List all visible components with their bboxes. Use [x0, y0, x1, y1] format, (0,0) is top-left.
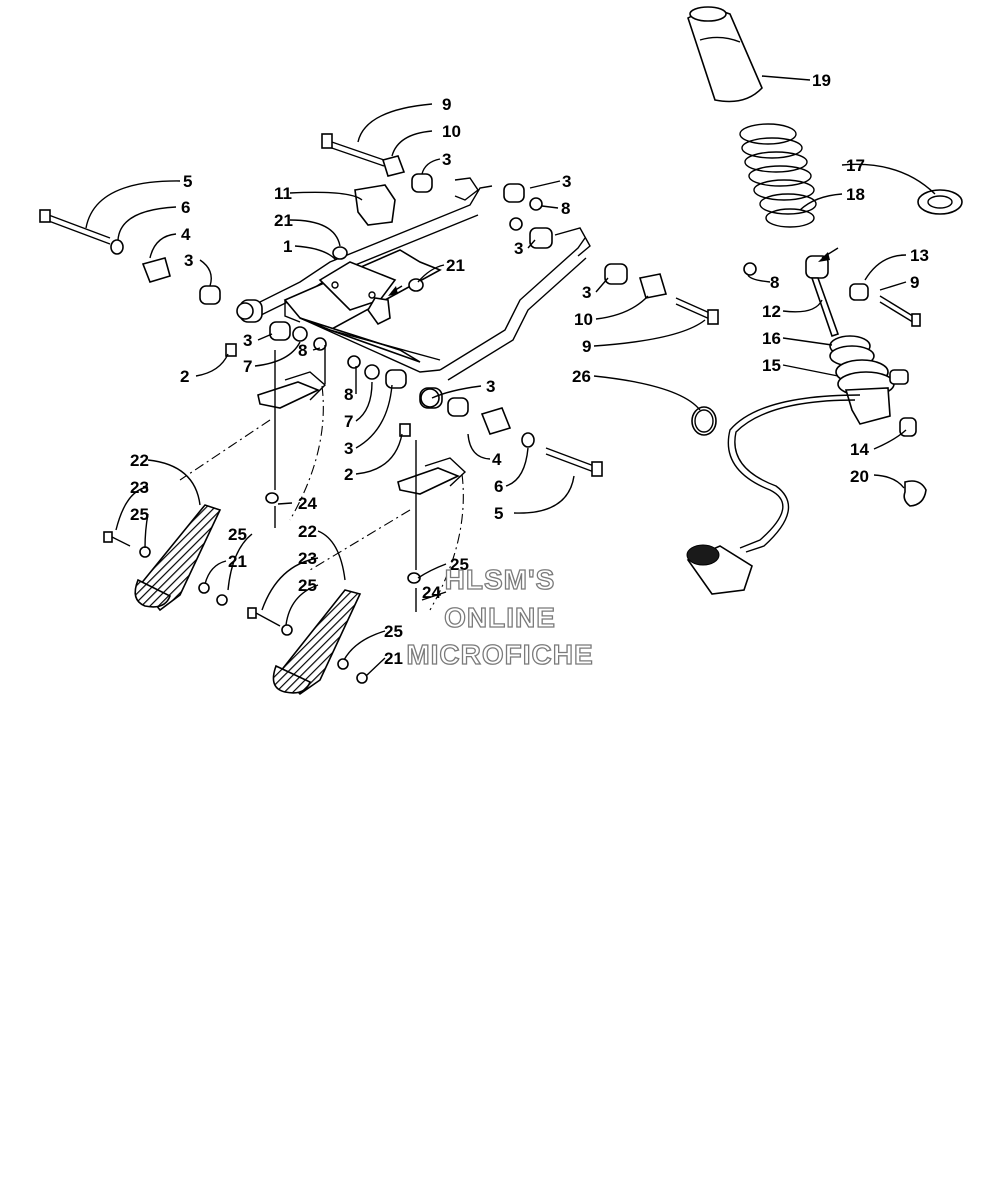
- callout-6: 6: [181, 198, 190, 217]
- callout-8: 8: [770, 273, 779, 292]
- callout-3: 3: [344, 439, 353, 458]
- callout-23: 23: [130, 478, 149, 497]
- watermark: HLSM'S ONLINE MICROFICHE: [406, 563, 594, 670]
- callout-26: 26: [572, 367, 591, 386]
- callout-11: 11: [274, 184, 292, 203]
- callout-2: 2: [180, 367, 189, 386]
- watermark-line-3: MICROFICHE: [406, 639, 593, 670]
- callout-4: 4: [181, 225, 191, 244]
- rear-arm-frame: [247, 177, 591, 381]
- callout-10: 10: [442, 122, 461, 141]
- shock-assembly: [686, 6, 963, 595]
- callout-4: 4: [492, 450, 502, 469]
- callout-8: 8: [561, 199, 570, 218]
- callout-labels: 9 10 3 5 6 4 3 11 21 1 3 8 3 21 3 10 9 3…: [130, 71, 929, 668]
- callout-20: 20: [850, 467, 869, 486]
- callout-18: 18: [846, 185, 865, 204]
- callout-14: 14: [850, 440, 869, 459]
- callout-6: 6: [494, 477, 503, 496]
- callout-21: 21: [274, 211, 293, 230]
- callout-3: 3: [562, 172, 571, 191]
- callout-12: 12: [762, 302, 781, 321]
- watermark-line-2: ONLINE: [444, 602, 556, 633]
- callout-19: 19: [812, 71, 831, 90]
- callout-2: 2: [344, 465, 353, 484]
- callout-5: 5: [183, 172, 192, 191]
- callout-9: 9: [442, 95, 451, 114]
- left-hardware: [39, 209, 327, 357]
- callout-25: 25: [298, 576, 317, 595]
- callout-3: 3: [184, 251, 193, 270]
- callout-7: 7: [344, 412, 353, 431]
- callout-16: 16: [762, 329, 781, 348]
- callout-3: 3: [442, 150, 451, 169]
- callout-13: 13: [910, 246, 929, 265]
- callout-22: 22: [298, 522, 317, 541]
- callout-25: 25: [130, 505, 149, 524]
- callout-3: 3: [514, 239, 523, 258]
- callout-7: 7: [243, 357, 252, 376]
- callout-8: 8: [344, 385, 353, 404]
- seal-ring: [691, 406, 717, 436]
- callout-8: 8: [298, 341, 307, 360]
- leader-lines: [85, 75, 936, 677]
- top-hardware: [321, 133, 553, 292]
- callout-3: 3: [582, 283, 591, 302]
- callout-9: 9: [582, 337, 591, 356]
- callout-9: 9: [910, 273, 919, 292]
- callout-15: 15: [762, 356, 781, 375]
- callout-25: 25: [450, 555, 469, 574]
- callout-21: 21: [384, 649, 403, 668]
- callout-21: 21: [446, 256, 465, 275]
- footpeg-right: [247, 440, 467, 696]
- callout-10: 10: [574, 310, 593, 329]
- callout-23: 23: [298, 549, 317, 568]
- callout-25: 25: [228, 525, 247, 544]
- callout-1: 1: [283, 237, 292, 256]
- callout-24: 24: [298, 494, 317, 513]
- callout-25: 25: [384, 622, 403, 641]
- callout-21: 21: [228, 552, 247, 571]
- callout-22: 22: [130, 451, 149, 470]
- callout-5: 5: [494, 504, 503, 523]
- footpeg-left: [103, 345, 327, 612]
- callout-3: 3: [486, 377, 495, 396]
- right-hardware: [347, 263, 719, 477]
- callout-3: 3: [243, 331, 252, 350]
- watermark-line-1: HLSM'S: [445, 564, 556, 595]
- callout-24: 24: [422, 583, 441, 602]
- callout-17: 17: [846, 156, 865, 175]
